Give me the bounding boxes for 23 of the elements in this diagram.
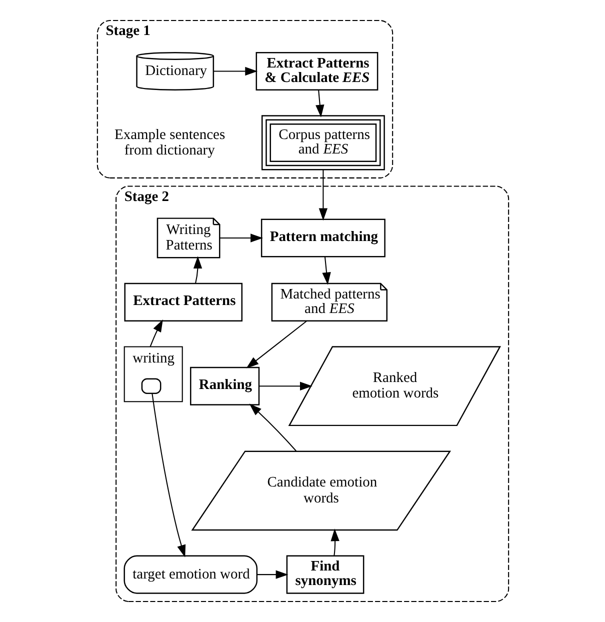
node-box: Find synonyms [286,555,364,594]
arrow [213,66,258,76]
arrow [149,320,162,347]
node-box: target emotion word [123,555,258,594]
arrow [318,170,328,221]
arrow [256,570,288,579]
arrow [151,393,186,558]
arrow [315,90,324,118]
arrow [258,382,312,390]
node-label: Example sentences from dictionary [114,126,225,158]
cluster: writing [123,346,182,402]
arrow [192,256,202,284]
node-box: Ranking [190,366,260,406]
arrow [330,528,339,556]
arrow [322,256,330,285]
node-box [140,378,161,394]
arrow [246,320,307,368]
node-box: Corpus patterns and EES [260,115,384,170]
node-box: Pattern matching [260,218,385,258]
arrow [219,234,262,242]
arrow [248,404,296,452]
node-box: Extract Patterns [124,282,242,322]
node-box: Extract Patterns & Calculate EES [255,52,378,91]
